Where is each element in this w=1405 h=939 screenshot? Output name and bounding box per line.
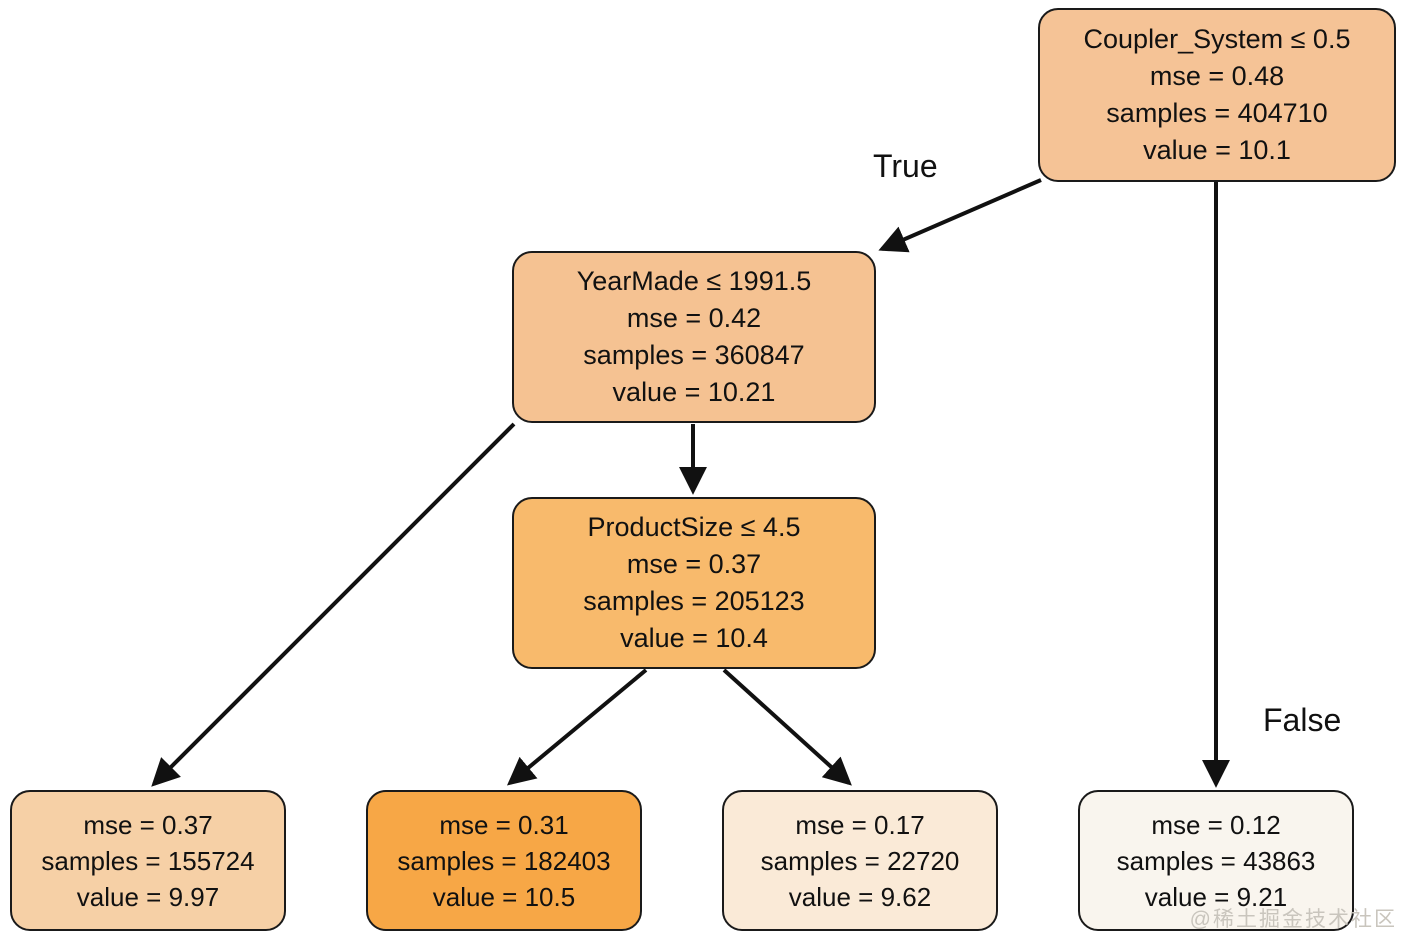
node-mse: mse = 0.17 (795, 809, 925, 840)
node-mse: mse = 0.42 (626, 303, 762, 333)
tree-node-productsize: ProductSize ≤ 4.5 mse = 0.37 samples = 2… (512, 497, 876, 669)
node-value: value = 9.62 (788, 881, 932, 912)
node-samples: samples = 360847 (583, 340, 805, 370)
edge-label-true: True (873, 148, 938, 184)
node-value: value = 10.5 (432, 881, 576, 912)
node-condition: ProductSize ≤ 4.5 (587, 512, 801, 542)
node-mse: mse = 0.12 (1151, 809, 1281, 840)
edge-productsize-left (506, 668, 648, 786)
edge-label-false: False (1263, 702, 1342, 738)
node-condition: Coupler_System ≤ 0.5 (1083, 24, 1351, 54)
tree-node-root: Coupler_System ≤ 0.5 mse = 0.48 samples … (1038, 8, 1396, 182)
edge-yearmade-left (151, 422, 516, 787)
node-samples: samples = 182403 (397, 845, 611, 876)
node-value: value = 10.4 (620, 623, 768, 653)
edge-root-true (878, 178, 1042, 253)
node-value: value = 9.97 (76, 881, 220, 912)
node-samples: samples = 155724 (41, 845, 255, 876)
tree-leaf-3: mse = 0.17 samples = 22720 value = 9.62 (722, 790, 998, 931)
node-samples: samples = 22720 (760, 845, 960, 876)
node-mse: mse = 0.31 (439, 809, 569, 840)
watermark-text: @稀土掘金技术社区 (1189, 908, 1397, 931)
tree-leaf-2: mse = 0.31 samples = 182403 value = 10.5 (366, 790, 642, 931)
tree-leaf-1: mse = 0.37 samples = 155724 value = 9.97 (10, 790, 286, 931)
node-samples: samples = 404710 (1106, 98, 1328, 128)
tree-node-yearmade: YearMade ≤ 1991.5 mse = 0.42 samples = 3… (512, 251, 876, 423)
node-samples: samples = 43863 (1116, 845, 1316, 876)
node-value: value = 10.1 (1143, 135, 1291, 165)
edge-productsize-right (722, 668, 852, 786)
node-condition: YearMade ≤ 1991.5 (576, 266, 812, 296)
node-value: value = 9.21 (1144, 881, 1288, 912)
node-mse: mse = 0.37 (626, 549, 762, 579)
node-mse: mse = 0.37 (83, 809, 213, 840)
node-value: value = 10.21 (612, 377, 776, 407)
node-mse: mse = 0.48 (1149, 61, 1285, 91)
node-samples: samples = 205123 (583, 586, 805, 616)
tree-leaf-4: mse = 0.12 samples = 43863 value = 9.21 (1078, 790, 1354, 931)
